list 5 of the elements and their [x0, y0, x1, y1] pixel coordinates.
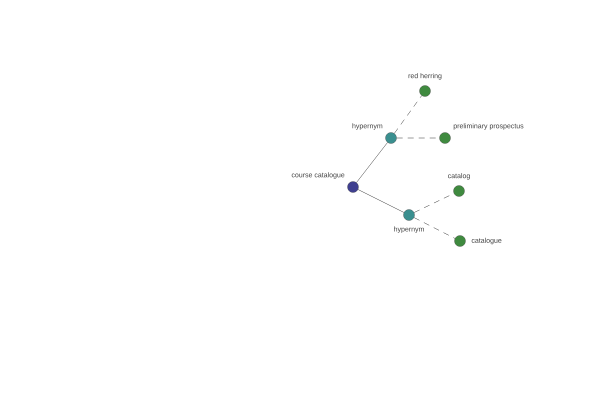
connector-line — [394, 95, 422, 134]
connector-line — [358, 189, 404, 213]
connector-line — [414, 217, 456, 239]
connector-line — [414, 193, 454, 213]
connector-line — [356, 142, 388, 183]
